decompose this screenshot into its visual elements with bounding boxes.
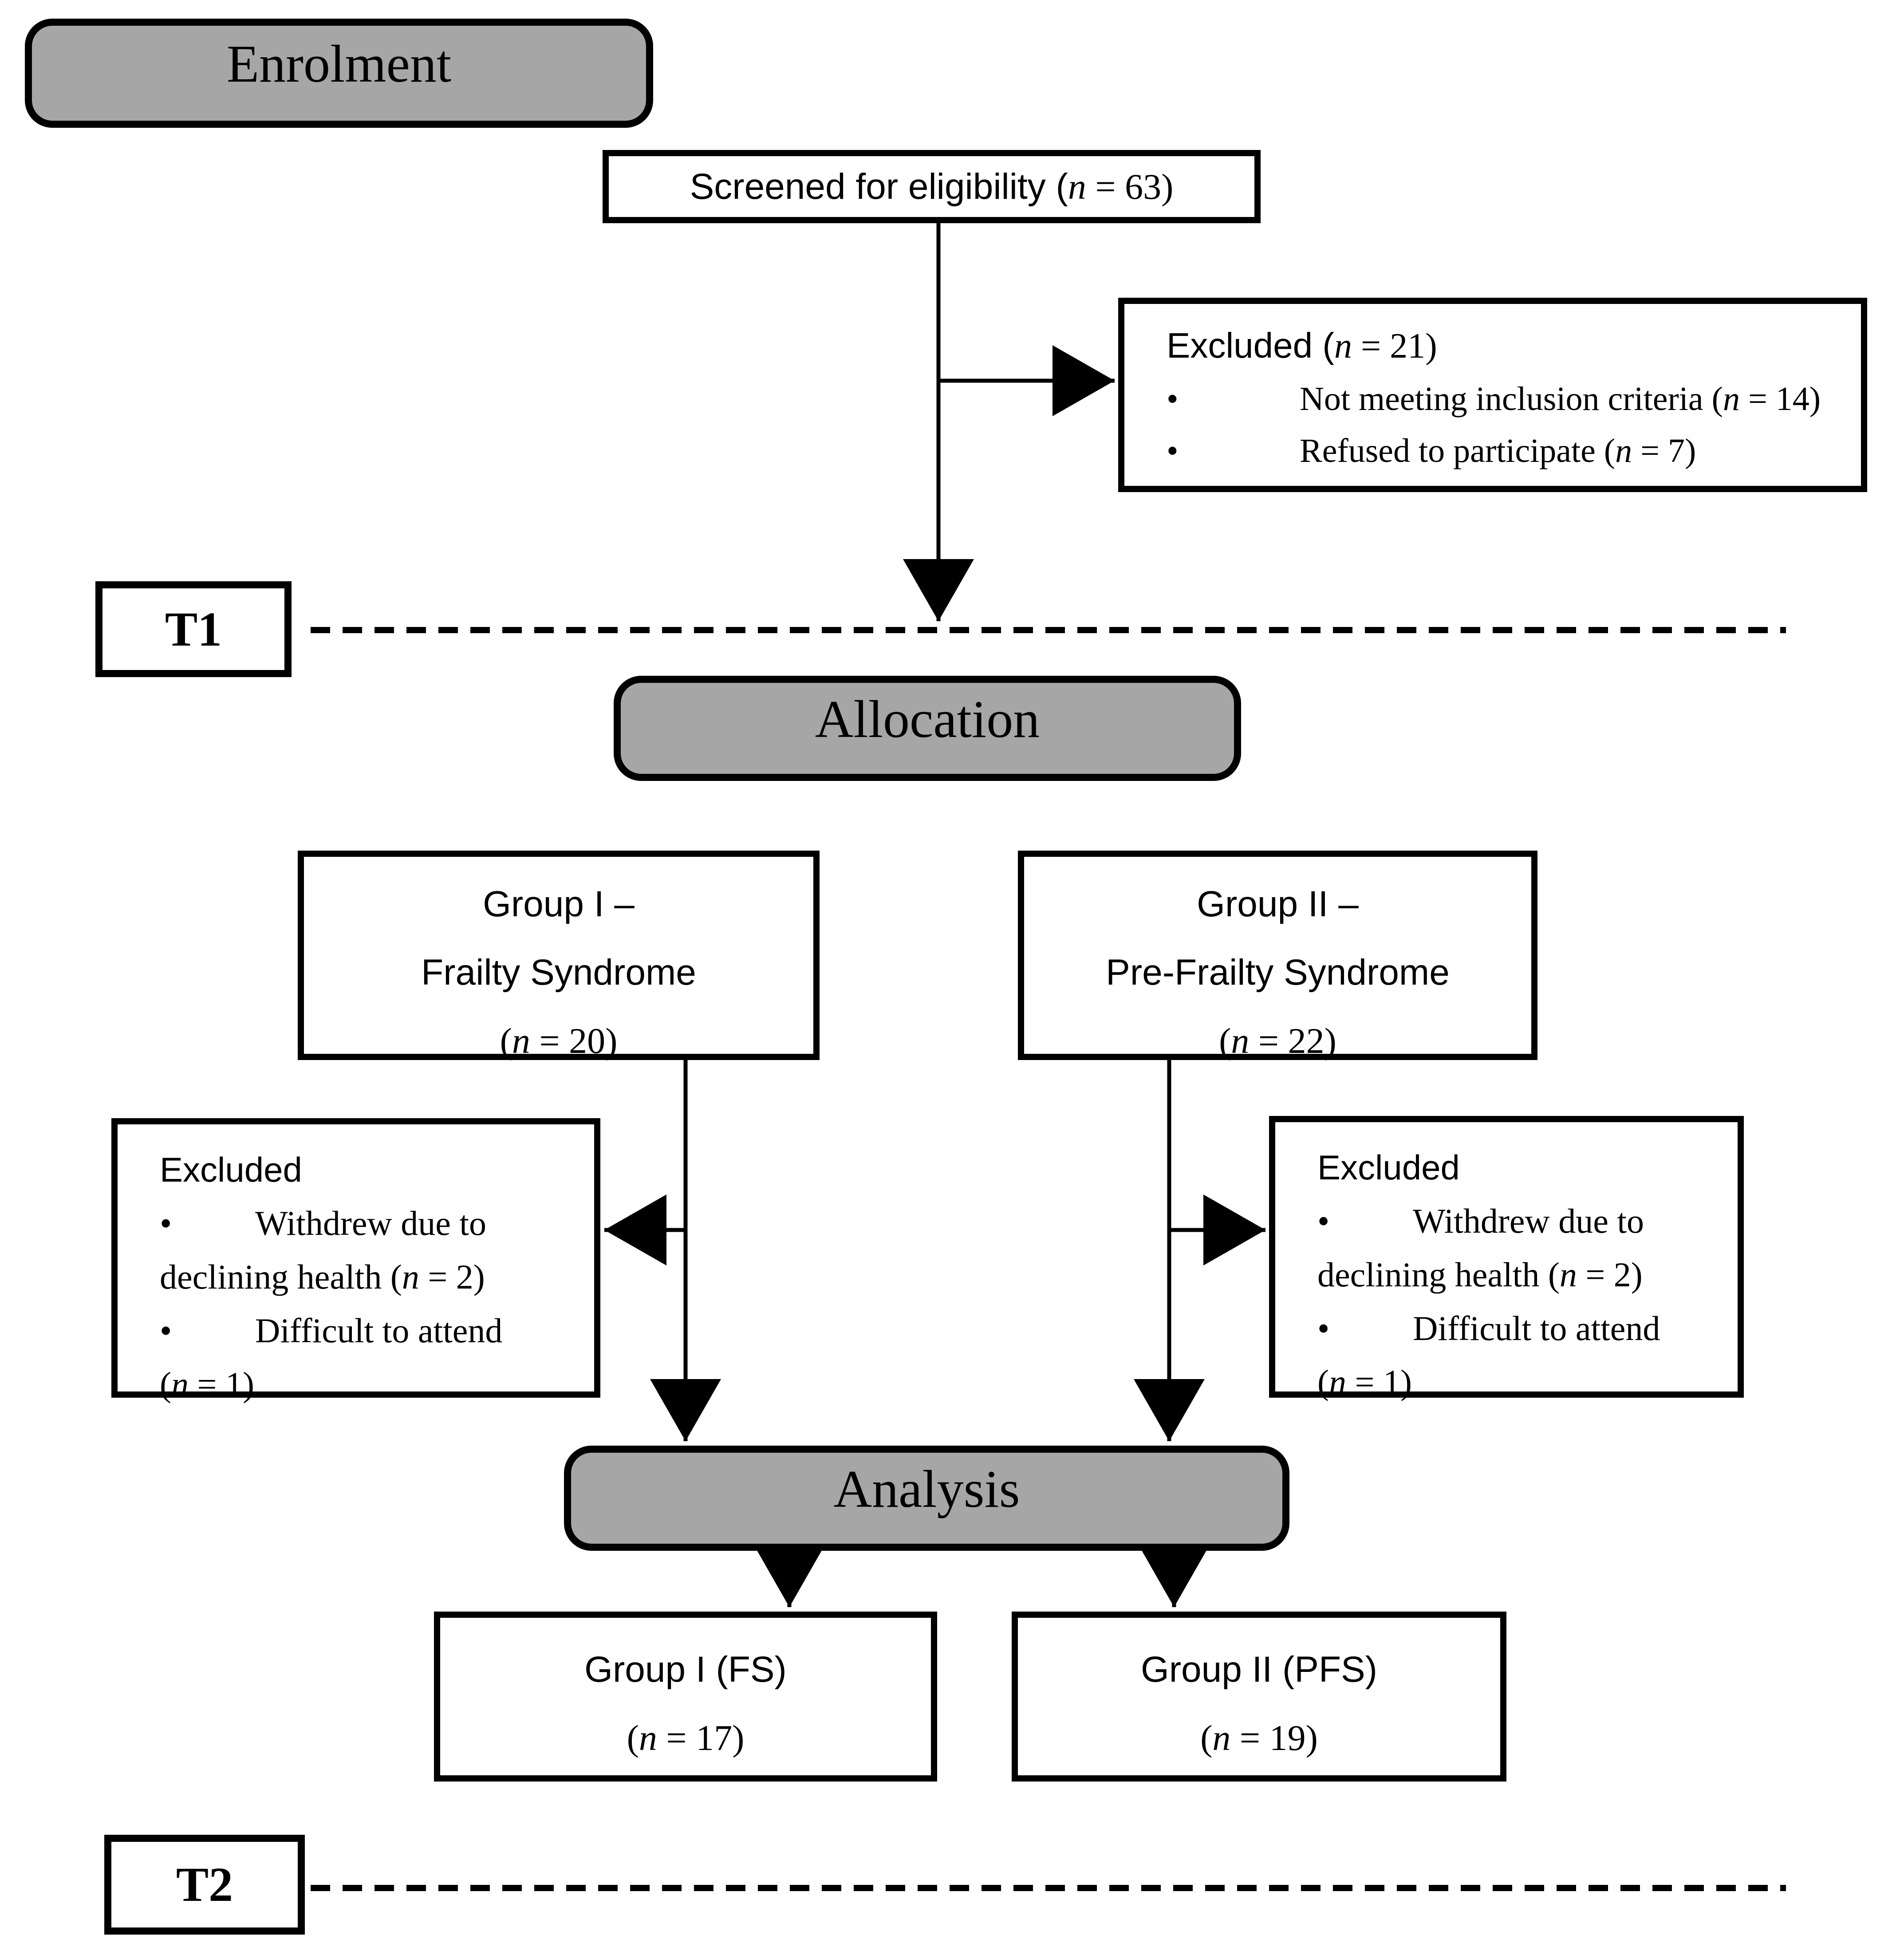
excluded-top-bullet-2-n: n — [1615, 432, 1632, 469]
group2-count: (n = 22) — [1219, 1007, 1336, 1075]
excluded-top-bullet-2-post: = 7) — [1632, 432, 1696, 469]
excluded-left-line-4-pre: ( — [160, 1364, 171, 1403]
timepoint-t1-box: T1 — [95, 581, 292, 677]
excluded-top-bullet-1-pre: Not meeting inclusion criteria ( — [1300, 380, 1723, 418]
group1-box: Group I – Frailty Syndrome (n = 20) — [298, 851, 820, 1061]
excluded-right-box: Excluded • Withdrew due to declining heal… — [1269, 1116, 1744, 1401]
bullet-icon: • — [1317, 1201, 1330, 1240]
group2-count-pre: ( — [1219, 1021, 1231, 1061]
final-group1-count-n: n — [639, 1718, 657, 1758]
excluded-right-line-2-pre: declining health ( — [1317, 1255, 1560, 1294]
final-group2-count-pre: ( — [1200, 1718, 1213, 1758]
group1-count-n: n — [512, 1021, 530, 1061]
excluded-top-box: Excluded (n = 21) •Not meeting inclusion… — [1118, 298, 1867, 492]
excluded-left-line-2-post: = 2) — [419, 1257, 485, 1296]
final-group2-count: (n = 19) — [1200, 1704, 1318, 1772]
excluded-left-line-4: (n = 1) — [160, 1358, 576, 1411]
screened-label: Screened for eligibility (n = 63) — [690, 166, 1174, 208]
excluded-top-bullet-1-n: n — [1723, 380, 1740, 418]
final-group1-box: Group I (FS) (n = 17) — [434, 1612, 937, 1782]
group2-count-n: n — [1231, 1021, 1250, 1061]
group1-line1: Group I – — [483, 884, 635, 924]
excluded-right-title: Excluded — [1317, 1148, 1460, 1187]
excluded-left-line-1: • Withdrew due to — [160, 1197, 576, 1250]
excluded-top-title-n: n — [1334, 327, 1352, 366]
excluded-top-title: Excluded (n = 21) — [1167, 325, 1834, 367]
timepoint-t1-label: T1 — [165, 602, 222, 656]
allocation-stage-box: Allocation — [614, 676, 1241, 781]
final-group2-count-n: n — [1212, 1718, 1231, 1758]
final-group2-box: Group II (PFS) (n = 19) — [1012, 1612, 1506, 1782]
allocation-stage-label: Allocation — [815, 689, 1040, 749]
excluded-left-line-2-n: n — [402, 1257, 419, 1296]
timepoint-t2-box: T2 — [104, 1835, 305, 1935]
excluded-top-bullet-2: • Refused to participate (n = 7) — [1167, 432, 1834, 470]
excluded-right-line-4-pre: ( — [1317, 1362, 1329, 1401]
excluded-top-title-pre: Excluded ( — [1167, 326, 1334, 365]
final-group1-count-post: = 17) — [657, 1718, 745, 1758]
final-group2-line1: Group II (PFS) — [1140, 1649, 1378, 1690]
analysis-stage-box: Analysis — [564, 1446, 1289, 1551]
excluded-right-line-3-text: Difficult to attend — [1413, 1309, 1660, 1348]
screened-label-pre: Screened for eligibility ( — [690, 166, 1068, 207]
group1-count: (n = 20) — [500, 1007, 618, 1075]
excluded-left-title: Excluded — [160, 1150, 302, 1189]
group2-line1: Group II – — [1197, 884, 1359, 924]
excluded-left-line-4-n: n — [171, 1364, 189, 1403]
excluded-right-line-2-post: = 2) — [1577, 1255, 1643, 1294]
final-group1-count-pre: ( — [627, 1718, 639, 1758]
group2-count-post: = 22) — [1249, 1021, 1336, 1061]
final-group1-count: (n = 17) — [627, 1704, 745, 1772]
group1-count-post: = 20) — [530, 1021, 618, 1061]
excluded-right-line-2-n: n — [1559, 1255, 1577, 1294]
excluded-right-line-4-post: = 1) — [1346, 1362, 1412, 1401]
excluded-right-line-1: • Withdrew due to — [1317, 1194, 1720, 1248]
excluded-right-line-4: (n = 1) — [1317, 1356, 1720, 1409]
excluded-right-line-3: • Difficult to attend — [1317, 1302, 1720, 1356]
excluded-left-line-4-post: = 1) — [188, 1364, 254, 1403]
enrolment-stage-label: Enrolment — [226, 34, 452, 93]
excluded-left-line-2-pre: declining health ( — [160, 1257, 402, 1296]
excluded-top-bullet-1: • Not meeting inclusion criteria (n = 14) — [1167, 380, 1834, 418]
bullet-icon: • — [1167, 432, 1179, 469]
group1-count-pre: ( — [500, 1021, 512, 1061]
bullet-icon: • — [160, 1203, 172, 1242]
analysis-stage-label: Analysis — [833, 1459, 1020, 1518]
excluded-top-bullet-2-pre: Refused to participate ( — [1300, 432, 1616, 469]
excluded-left-box: Excluded • Withdrew due to declining heal… — [111, 1118, 600, 1403]
excluded-right-line-1-text: Withdrew due to — [1413, 1201, 1644, 1240]
bullet-icon: • — [160, 1311, 172, 1350]
screened-label-n: n — [1068, 166, 1086, 207]
screened-label-post: = 63) — [1086, 166, 1174, 207]
enrolment-stage-box: Enrolment — [25, 19, 653, 128]
screened-box: Screened for eligibility (n = 63) — [603, 150, 1261, 223]
excluded-left-line-3: • Difficult to attend — [160, 1304, 576, 1358]
excluded-right-line-2: declining health (n = 2) — [1317, 1248, 1720, 1302]
group2-line2: Pre-Frailty Syndrome — [1106, 952, 1450, 993]
final-group2-count-post: = 19) — [1230, 1718, 1318, 1758]
excluded-top-bullet-1-post: = 14) — [1739, 380, 1821, 418]
group2-box: Group II – Pre-Frailty Syndrome (n = 22) — [1018, 851, 1537, 1061]
excluded-left-line-1-text: Withdrew due to — [255, 1203, 487, 1242]
final-group1-line1: Group I (FS) — [584, 1649, 787, 1690]
excluded-left-line-3-text: Difficult to attend — [255, 1311, 503, 1350]
excluded-right-line-4-n: n — [1328, 1362, 1346, 1401]
group1-line2: Frailty Syndrome — [421, 952, 696, 993]
excluded-left-line-2: declining health (n = 2) — [160, 1250, 576, 1304]
timepoint-t2-label: T2 — [176, 1857, 233, 1912]
bullet-icon: • — [1317, 1309, 1330, 1348]
excluded-top-title-post: = 21) — [1352, 327, 1437, 366]
bullet-icon: • — [1167, 380, 1179, 418]
